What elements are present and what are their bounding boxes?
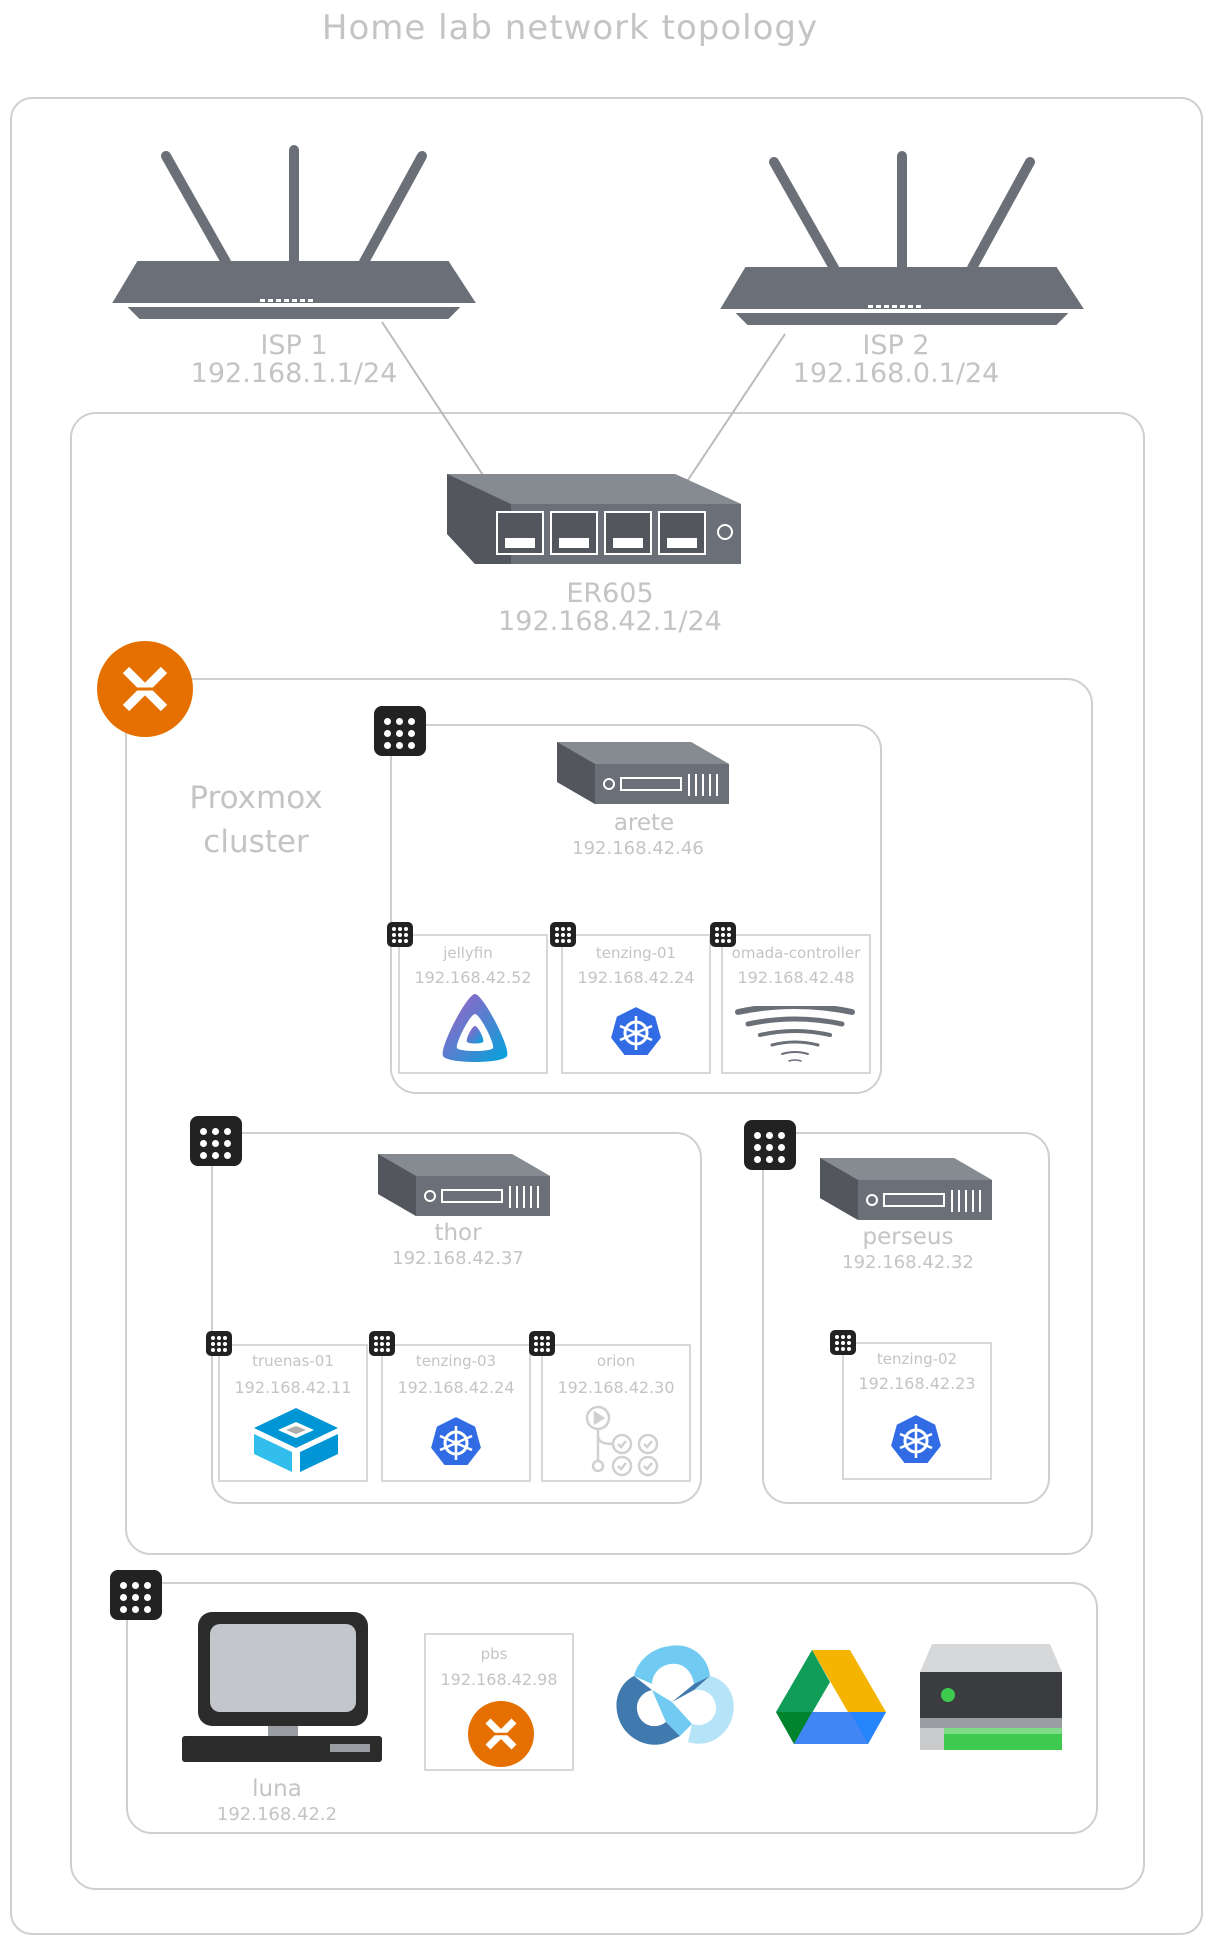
vm-orion-ip: 192.168.42.30 <box>557 1378 675 1397</box>
proxmox-logo-icon <box>97 641 193 737</box>
vm-omada-box <box>721 934 871 1074</box>
isp2-router-icon <box>720 151 1084 325</box>
vm-truenas-chip-icon <box>206 1331 232 1356</box>
vm-tenzing01-name: tenzing-01 <box>595 944 677 962</box>
proxmox-backup-logo-icon <box>468 1701 534 1767</box>
luna-computer-icon <box>182 1612 382 1762</box>
arete-node-chip-icon <box>374 706 426 756</box>
isp2-uplink-line <box>668 333 786 510</box>
vm-tenzing02-chip-icon <box>830 1330 856 1355</box>
isp1-ip: 192.168.1.1/24 <box>190 358 398 389</box>
vm-truenas-name: truenas-01 <box>252 1352 334 1370</box>
vm-tenzing02-name: tenzing-02 <box>876 1350 958 1368</box>
perseus-ip: 192.168.42.32 <box>842 1252 974 1273</box>
diagram-title: Home lab network topology <box>321 8 819 48</box>
vm-jellyfin-name: jellyfin <box>443 944 493 962</box>
vm-orion-name: orion <box>596 1352 636 1370</box>
arete-host-box <box>390 724 882 1094</box>
perseus-server-icon <box>820 1158 992 1220</box>
vm-tenzing03-name: tenzing-03 <box>415 1352 497 1370</box>
proxmox-cluster-container <box>125 678 1093 1555</box>
vm-jellyfin-chip-icon <box>387 922 413 947</box>
perseus-node-chip-icon <box>744 1120 796 1170</box>
thor-server-icon <box>378 1154 550 1216</box>
kubernetes-logo-icon <box>608 1004 664 1057</box>
vm-tenzing02-ip: 192.168.42.23 <box>858 1374 976 1393</box>
kubernetes-logo-icon <box>428 1414 484 1467</box>
vm-jellyfin-ip: 192.168.42.52 <box>414 968 532 987</box>
google-drive-logo-icon <box>776 1650 886 1744</box>
network-container <box>10 97 1203 1935</box>
luna-name: luna <box>252 1776 302 1802</box>
vm-pbs-ip: 192.168.42.98 <box>440 1670 558 1689</box>
vm-tenzing03-ip: 192.168.42.24 <box>397 1378 515 1397</box>
backup-group-chip-icon <box>110 1570 162 1620</box>
arete-ip: 192.168.42.46 <box>572 838 704 859</box>
omada-logo-icon <box>735 1006 855 1062</box>
isp2-ip: 192.168.0.1/24 <box>792 358 1000 389</box>
perseus-name: perseus <box>862 1224 954 1250</box>
backup-devices-box <box>126 1582 1098 1834</box>
router-name: ER605 <box>566 578 654 609</box>
jellyfin-logo-icon <box>442 994 508 1062</box>
thor-host-box <box>211 1132 702 1504</box>
isp1-label: ISP 1 <box>260 330 328 361</box>
cluster-label-line2: cluster <box>203 824 309 860</box>
vm-omada-chip-icon <box>710 922 736 947</box>
arete-name: arete <box>613 810 675 836</box>
arete-server-icon <box>557 742 729 804</box>
perseus-host-box <box>762 1132 1050 1504</box>
isp1-router-icon <box>112 145 476 319</box>
rclone-logo-icon <box>616 1645 734 1745</box>
vm-tenzing03-chip-icon <box>369 1331 395 1356</box>
vm-orion-chip-icon <box>529 1331 555 1356</box>
github-actions-logo-icon <box>585 1405 659 1477</box>
isp2-label: ISP 2 <box>862 330 930 361</box>
vm-pbs-name: pbs <box>480 1645 508 1663</box>
vm-tenzing01-ip: 192.168.42.24 <box>577 968 695 987</box>
luna-ip: 192.168.42.2 <box>216 1804 338 1825</box>
thor-ip: 192.168.42.37 <box>392 1248 524 1269</box>
router-ip: 192.168.42.1/24 <box>498 606 722 637</box>
vm-omada-name: omada-controller <box>731 944 861 962</box>
truenas-logo-icon <box>254 1408 338 1472</box>
er605-router-icon <box>447 474 741 564</box>
thor-node-chip-icon <box>190 1116 242 1166</box>
thor-name: thor <box>434 1220 482 1246</box>
kubernetes-logo-icon <box>888 1412 944 1465</box>
cluster-label-line1: Proxmox <box>189 780 323 816</box>
lan-container <box>70 412 1145 1890</box>
vm-tenzing01-chip-icon <box>550 922 576 947</box>
vm-truenas-ip: 192.168.42.11 <box>234 1378 352 1397</box>
vm-omada-ip: 192.168.42.48 <box>737 968 855 987</box>
storage-drive-icon <box>920 1644 1062 1750</box>
